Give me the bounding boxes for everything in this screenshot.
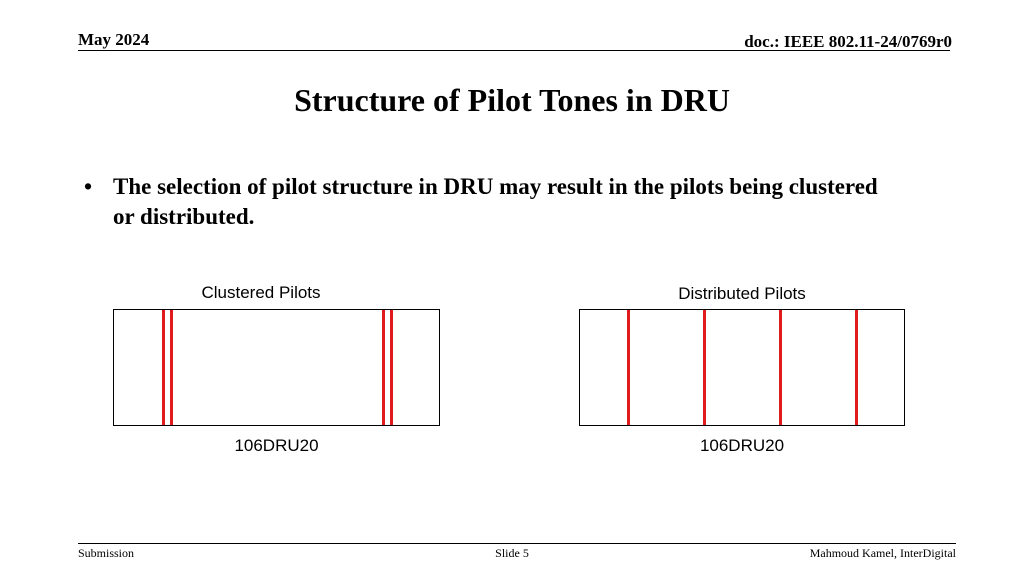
clustered-pilot-line-2 (170, 310, 173, 425)
clustered-pilots-label: Clustered Pilots (201, 283, 321, 302)
footer-divider (78, 543, 956, 544)
header-divider (78, 50, 950, 51)
distributed-pilots-box (579, 309, 905, 426)
distributed-pilots-label: Distributed Pilots (678, 284, 806, 303)
bullet-item: • The selection of pilot structure in DR… (84, 172, 904, 232)
distributed-pilots-caption: 106DRU20 (699, 436, 785, 455)
bullet-icon: • (84, 174, 93, 199)
footer-submission: Submission (78, 546, 135, 560)
slide-title: Structure of Pilot Tones in DRU (294, 82, 730, 118)
header-date: May 2024 (78, 30, 150, 49)
clustered-pilots-caption: 106DRU20 (234, 436, 319, 455)
distributed-pilot-line-1 (627, 310, 630, 425)
footer-slide-number: Slide 5 (495, 546, 529, 560)
distributed-pilot-line-2 (703, 310, 706, 425)
distributed-pilot-line-4 (855, 310, 858, 425)
header-doc-id: doc.: IEEE 802.11-24/0769r0 (744, 32, 952, 51)
clustered-pilot-line-4 (390, 310, 393, 425)
clustered-pilot-line-3 (382, 310, 385, 425)
clustered-pilot-line-1 (162, 310, 165, 425)
footer-author: Mahmoud Kamel, InterDigital (809, 546, 956, 560)
clustered-pilots-box (113, 309, 440, 426)
bullet-text: The selection of pilot structure in DRU … (113, 174, 878, 229)
distributed-pilot-line-3 (779, 310, 782, 425)
